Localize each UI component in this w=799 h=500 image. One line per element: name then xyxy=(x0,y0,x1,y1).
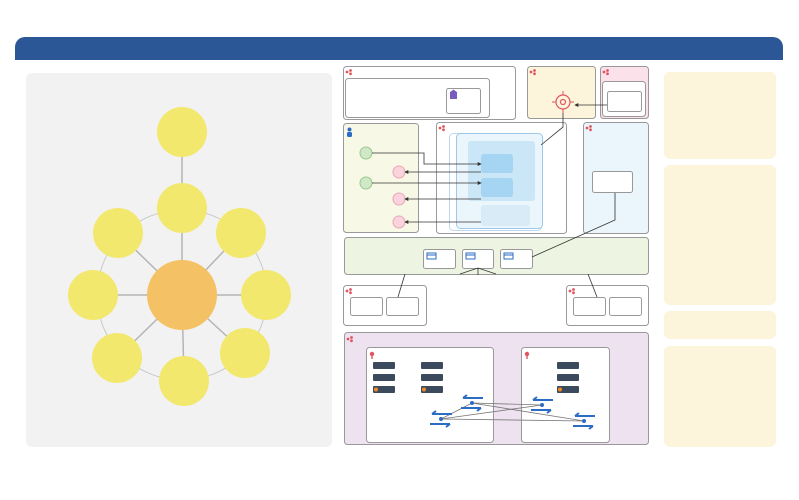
light-blue-group xyxy=(583,122,649,234)
switch-icon[interactable] xyxy=(573,412,595,430)
switch-icon[interactable] xyxy=(461,394,483,412)
mindmap-node-lower-left[interactable] xyxy=(92,333,142,383)
window-icon xyxy=(465,252,476,260)
right-small-box-2[interactable] xyxy=(609,297,642,316)
switch-icon[interactable] xyxy=(430,410,452,428)
architecture-diagram xyxy=(343,66,649,445)
target-icon[interactable] xyxy=(552,91,574,113)
mindmap-diagram xyxy=(68,107,291,406)
mindmap-node-upper[interactable] xyxy=(157,183,207,233)
pin-icon xyxy=(524,351,530,359)
datacenter-group xyxy=(344,332,649,445)
mindmap-center-node[interactable] xyxy=(147,260,217,330)
light-blue-service-box[interactable] xyxy=(592,171,633,193)
green-band xyxy=(344,237,649,275)
service-block-3[interactable] xyxy=(481,205,530,226)
left-small-box-2[interactable] xyxy=(386,297,419,316)
switch-links xyxy=(440,402,585,422)
bank-icon xyxy=(449,89,458,99)
server-icon[interactable] xyxy=(373,362,395,393)
mindmap-node-upper-right[interactable] xyxy=(216,208,266,258)
right-card-4 xyxy=(664,346,776,447)
user-node-2[interactable] xyxy=(359,176,373,190)
window-icon xyxy=(426,252,437,260)
user-node-5[interactable] xyxy=(392,215,406,229)
right-small-box-1[interactable] xyxy=(573,297,606,316)
server-icon[interactable] xyxy=(421,362,443,393)
pin-icon xyxy=(369,351,375,359)
mindmap-node-lower-right[interactable] xyxy=(220,328,270,378)
mindmap-node-right[interactable] xyxy=(241,270,291,320)
switch-icon[interactable] xyxy=(531,396,553,414)
user-node-3[interactable] xyxy=(392,165,406,179)
mindmap-node-top[interactable] xyxy=(157,107,207,157)
mindmap-node-upper-left[interactable] xyxy=(93,208,143,258)
server-icon[interactable] xyxy=(557,362,579,393)
datacenter-right xyxy=(521,347,610,443)
mindmap-node-bottom[interactable] xyxy=(159,356,209,406)
right-card-2 xyxy=(664,165,776,305)
left-small-box-1[interactable] xyxy=(350,297,383,316)
right-small-group xyxy=(566,285,649,326)
mindmap-node-left[interactable] xyxy=(68,270,118,320)
right-card-1 xyxy=(664,72,776,159)
target-group xyxy=(527,66,596,119)
flow-edges xyxy=(372,103,616,298)
window-box-3[interactable] xyxy=(500,249,533,269)
pink-group xyxy=(600,66,649,119)
service-block-2[interactable] xyxy=(481,178,513,197)
window-box-2[interactable] xyxy=(462,249,494,269)
user-group xyxy=(343,123,419,233)
window-box-1[interactable] xyxy=(423,249,456,269)
window-icon xyxy=(503,252,514,260)
top-left-group xyxy=(343,66,516,120)
user-icon xyxy=(347,127,352,137)
left-small-group xyxy=(343,285,427,326)
mindmap-panel xyxy=(26,73,332,447)
right-card-3 xyxy=(664,311,776,339)
user-node-1[interactable] xyxy=(359,146,373,160)
user-node-4[interactable] xyxy=(392,192,406,206)
cluster-group xyxy=(436,122,567,234)
header-bar xyxy=(15,37,783,60)
pink-service-box[interactable] xyxy=(607,91,642,112)
service-block-1[interactable] xyxy=(481,154,513,173)
datacenter-left xyxy=(366,347,494,443)
